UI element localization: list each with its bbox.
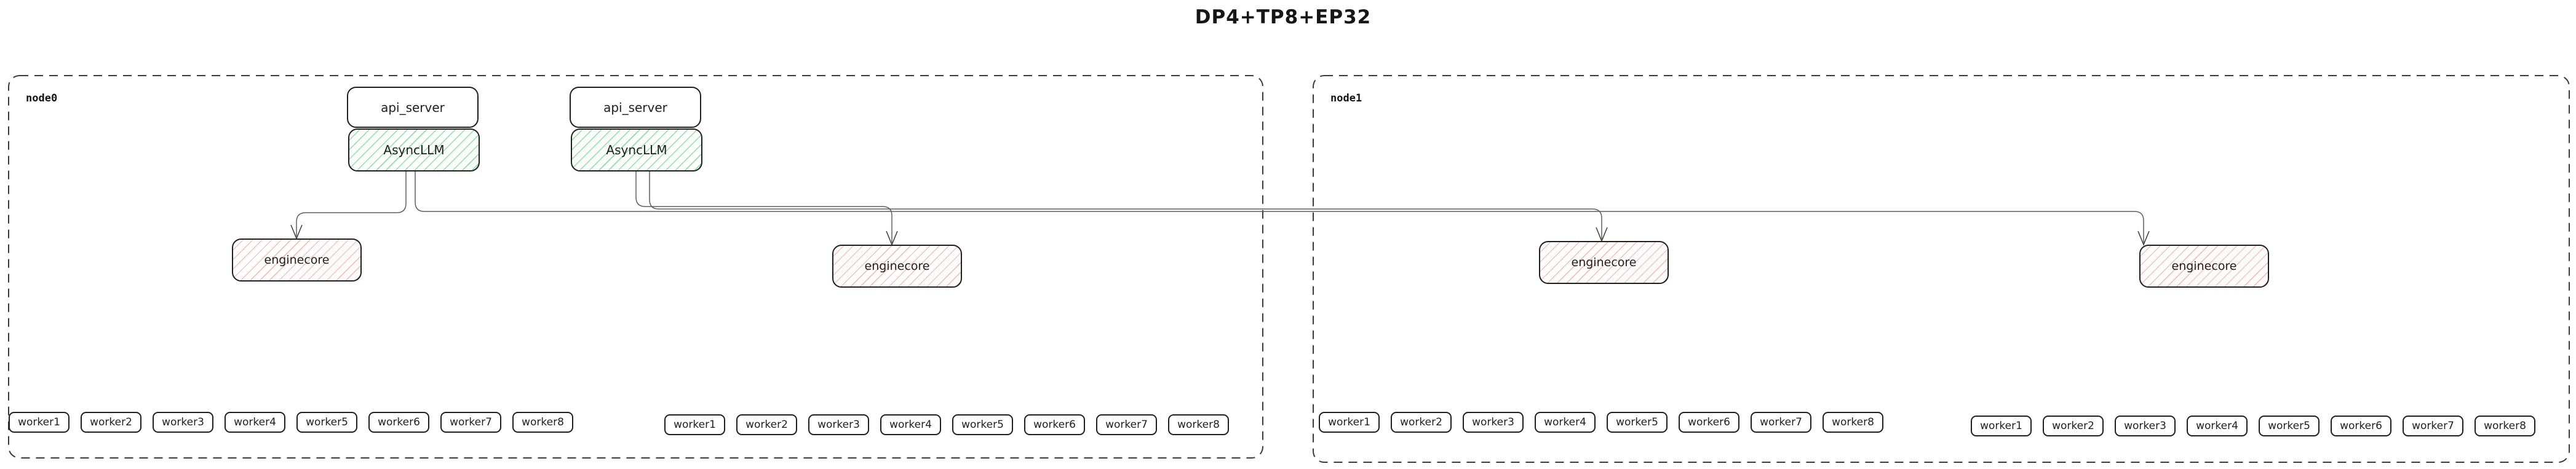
enginecore-box: enginecore [832,245,962,288]
arrowhead-enginecore3 [1596,227,1608,242]
worker-box: worker4 [880,414,941,435]
worker-box: worker8 [1823,412,1883,433]
worker-box: worker6 [2331,416,2391,436]
diagram-title: DP4+TP8+EP32 [1195,6,1372,28]
worker-box: worker7 [2403,416,2463,436]
worker-group: worker1 worker2 worker3 worker4 worker5 worke… [664,414,1229,435]
worker-box: worker4 [225,412,285,433]
asyncllm-box: AsyncLLM [348,128,480,171]
worker-box: worker5 [296,412,357,433]
worker-box: worker4 [1535,412,1596,433]
worker-box: worker8 [512,412,573,433]
worker-box: worker6 [1024,414,1085,435]
enginecore-box: enginecore [232,238,362,282]
worker-box: worker2 [2043,416,2104,436]
worker-box: worker3 [808,414,869,435]
worker-box: worker5 [1607,412,1668,433]
worker-box: worker5 [952,414,1013,435]
worker-group: worker1 worker2 worker3 worker4 worker5 worke… [9,412,573,433]
worker-box: worker7 [1751,412,1811,433]
worker-box: worker2 [736,414,797,435]
worker-box: worker6 [368,412,429,433]
worker-box: worker2 [1391,412,1452,433]
edge-asyncllm2-enginecore3 [649,171,1602,239]
worker-box: worker3 [2115,416,2176,436]
worker-box: worker1 [9,412,70,433]
api-server-box: api_server [570,87,701,128]
arrowhead-enginecore1 [290,224,303,240]
api-server-box: api_server [347,87,479,128]
worker-box: worker3 [1463,412,1524,433]
worker-group: worker1 worker2 worker3 worker4 worker5 worke… [1319,412,1883,433]
worker-box: worker3 [153,412,213,433]
edge-asyncllm2-enginecore2 [635,171,892,243]
node1-boundary [1313,75,2570,463]
worker-box: worker7 [1096,414,1157,435]
arrowhead-enginecore2 [886,231,898,246]
node-label-node0: node0 [26,92,58,104]
worker-box: worker8 [2475,416,2535,436]
enginecore-box: enginecore [1539,241,1669,284]
worker-box: worker5 [2259,416,2320,436]
edge-asyncllm1-enginecore1 [296,171,407,237]
worker-box: worker2 [81,412,141,433]
worker-group: worker1 worker2 worker3 worker4 worker5 worke… [1971,416,2535,436]
worker-box: worker6 [1679,412,1739,433]
worker-box: worker7 [440,412,501,433]
arrowhead-enginecore4 [2137,231,2150,246]
asyncllm-box: AsyncLLM [571,128,702,171]
edge-asyncllm1-enginecore4 [415,171,2144,243]
worker-box: worker1 [1971,416,2032,436]
worker-box: worker4 [2187,416,2248,436]
enginecore-box: enginecore [2139,245,2269,288]
worker-box: worker1 [1319,412,1380,433]
worker-box: worker1 [664,414,725,435]
worker-box: worker8 [1168,414,1229,435]
node-label-node1: node1 [1330,92,1362,104]
